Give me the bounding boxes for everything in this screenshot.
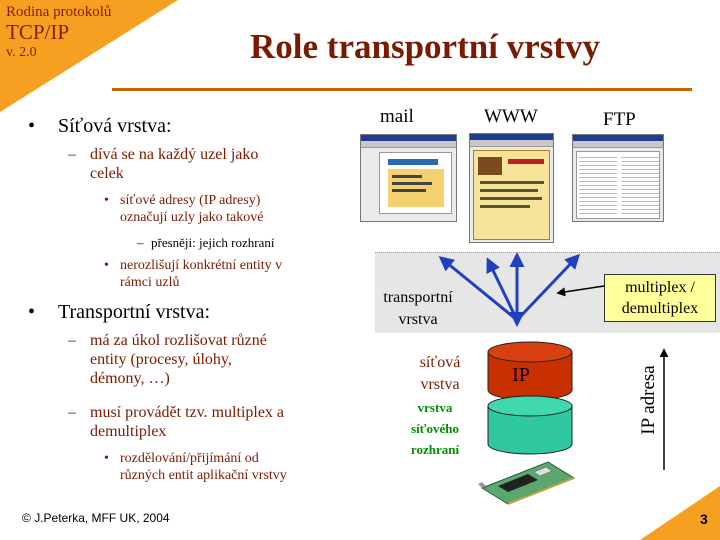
app-label-mail: mail: [380, 106, 414, 127]
app-label-www: WWW: [484, 106, 538, 127]
page-number: 3: [700, 511, 708, 527]
ip-label: IP: [512, 364, 530, 386]
arrow-to-www-left: [486, 257, 519, 321]
multiplex-callout: multiplex / demultiplex: [604, 274, 716, 322]
iface-line: rozhraní: [410, 442, 460, 457]
ip-cylinder-top: [487, 341, 573, 363]
bullet-line: entity (procesy, úlohy,: [90, 351, 232, 368]
network-layer-label: síťová vrstva: [410, 352, 470, 396]
footer-copyright: © J.Peterka, MFF UK, 2004: [22, 511, 170, 525]
sub-bullet-split-receive: • rozdělování/přijímání od různých entit…: [104, 450, 287, 484]
dash-marker: –: [68, 332, 76, 349]
interface-layer-label: vrstva síťového rozhraní: [398, 397, 472, 460]
sub-bullet-ip-addresses: • síťové adresy (IP adresy) označují uzl…: [104, 192, 263, 226]
bullet-line: celek: [90, 165, 124, 182]
bullet-dot: •: [104, 193, 109, 208]
transport-line: transportní: [383, 289, 453, 306]
sub-bullet-node-whole: – dívá se na každý uzel jako celek: [68, 145, 328, 183]
bullet-line: různých entit aplikační vrstvy: [120, 468, 287, 483]
bullet-line: označují uzly jako takové: [120, 210, 264, 225]
transport-layer-label: transportní vrstva: [374, 287, 462, 331]
dash-marker: –: [137, 235, 144, 250]
transport-line: vrstva: [398, 311, 438, 328]
bullet-line: nerozlišují konkrétní entity v: [120, 258, 283, 273]
title-rule: [112, 88, 692, 91]
mux-line: demultiplex: [621, 300, 699, 317]
arrow-to-ftp: [515, 253, 581, 322]
mux-line: multiplex /: [625, 279, 695, 296]
iface-cylinder-top: [487, 395, 573, 417]
iface-cylinder: [487, 406, 573, 455]
series-label: Rodina protokolů: [6, 4, 112, 20]
bullet-line: má za úkol rozlišovat různé: [90, 332, 267, 349]
bullet-line: musí provádět tzv. multiplex a: [90, 404, 285, 421]
dash-marker: –: [68, 404, 76, 421]
ftp-app-screenshot: [572, 134, 664, 222]
iface-line: síťového: [411, 421, 459, 436]
network-card-image: [478, 461, 576, 505]
bullet-line: rozdělování/přijímání od: [120, 451, 259, 466]
bullet-line: dívá se na každý uzel jako: [90, 146, 259, 163]
bullet-line: demultiplex: [90, 423, 167, 440]
net-line: vrstva: [420, 376, 460, 393]
corner-decoration-top-left: [0, 0, 178, 112]
bullet-label: Síťová vrstva:: [58, 115, 172, 137]
protocol-label: TCP/IP: [6, 20, 70, 44]
arrow-mux-pointer: [556, 285, 605, 297]
dash-marker: –: [68, 146, 76, 163]
bullet-dot: •: [104, 258, 109, 273]
bullet-dot: •: [104, 451, 109, 466]
sub-bullet-distinguish-entities: – má za úkol rozlišovat různé entity (pr…: [68, 331, 338, 388]
ip-address-label: IP adresa: [638, 365, 659, 435]
mail-app-screenshot: [360, 134, 457, 222]
version-label: v. 2.0: [6, 45, 37, 60]
iface-line: vrstva: [417, 400, 453, 415]
protocol-stack-cylinders: [487, 341, 573, 455]
bullet-label: Transportní vrstva:: [58, 301, 211, 323]
bullet-dot: •: [28, 301, 36, 323]
corner-decoration-bottom-right: [640, 486, 720, 540]
bullet-line: rámci uzlů: [120, 275, 180, 290]
sub-bullet-no-distinction: • nerozlišují konkrétní entity v rámci u…: [104, 257, 282, 291]
sub-bullet-multiplex: – musí provádět tzv. multiplex a demulti…: [68, 403, 348, 441]
bullet-line: démony, …): [90, 370, 170, 387]
www-app-screenshot: [469, 133, 554, 243]
net-line: síťová: [419, 354, 461, 371]
bullet-line: přesněji: jejich rozhraní: [151, 235, 275, 250]
copyright-icon: ©: [22, 511, 31, 525]
bullet-dot: •: [28, 115, 36, 137]
footer-author: J.Peterka, MFF UK, 2004: [34, 511, 170, 525]
arrow-to-mail: [438, 256, 518, 322]
page-title: Role transportní vrstvy: [250, 27, 600, 66]
bullet-line: síťové adresy (IP adresy): [120, 193, 261, 208]
app-label-ftp: FTP: [603, 109, 636, 130]
